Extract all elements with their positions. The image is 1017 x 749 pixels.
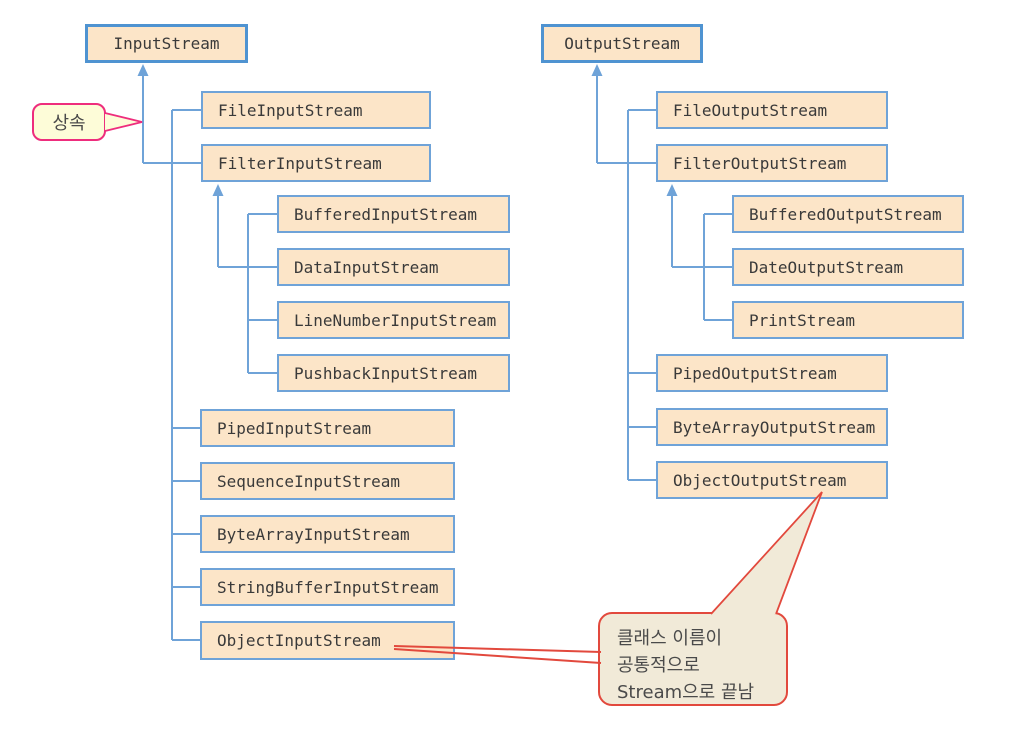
inheritance-callout-label: 상속: [52, 113, 86, 134]
node-stringbufferinputstream: StringBufferInputStream: [200, 568, 455, 606]
node-bufferedinputstream: BufferedInputStream: [277, 195, 510, 233]
node-fileinputstream: FileInputStream: [201, 91, 431, 129]
inheritance-callout: 상속: [32, 103, 106, 141]
node-datainputstream: DataInputStream: [277, 248, 510, 286]
naming-note-callout: 클래스 이름이 공통적으로 Stream으로 끝남: [598, 612, 788, 706]
node-objectoutputstream: ObjectOutputStream: [656, 461, 888, 499]
node-pipedinputstream: PipedInputStream: [200, 409, 455, 447]
node-inputstream: InputStream: [85, 24, 248, 63]
naming-note-line-1: 클래스 이름이: [617, 628, 723, 649]
node-bytearrayinputstream: ByteArrayInputStream: [200, 515, 455, 553]
naming-note-line-2: 공통적으로: [617, 655, 700, 676]
node-bufferedoutputstream: BufferedOutputStream: [732, 195, 964, 233]
node-printstream: PrintStream: [732, 301, 964, 339]
inheritance-callout-tail: [104, 112, 143, 132]
node-outputstream: OutputStream: [541, 24, 703, 63]
node-objectinputstream: ObjectInputStream: [200, 621, 455, 660]
node-fileoutputstream: FileOutputStream: [656, 91, 888, 129]
node-linenumberinputstream: LineNumberInputStream: [277, 301, 510, 339]
naming-note-line-3: Stream으로 끝남: [617, 682, 755, 703]
node-filteroutputstream: FilterOutputStream: [656, 144, 888, 182]
naming-callout-tail-to-objectoutputstream: [710, 491, 823, 615]
node-bytearrayoutputstream: ByteArrayOutputStream: [656, 408, 888, 446]
node-sequenceinputstream: SequenceInputStream: [200, 462, 455, 500]
node-dateoutputstream: DateOutputStream: [732, 248, 964, 286]
node-filterinputstream: FilterInputStream: [201, 144, 431, 182]
node-pushbackinputstream: PushbackInputStream: [277, 354, 510, 392]
node-pipedoutputstream: PipedOutputStream: [656, 354, 888, 392]
